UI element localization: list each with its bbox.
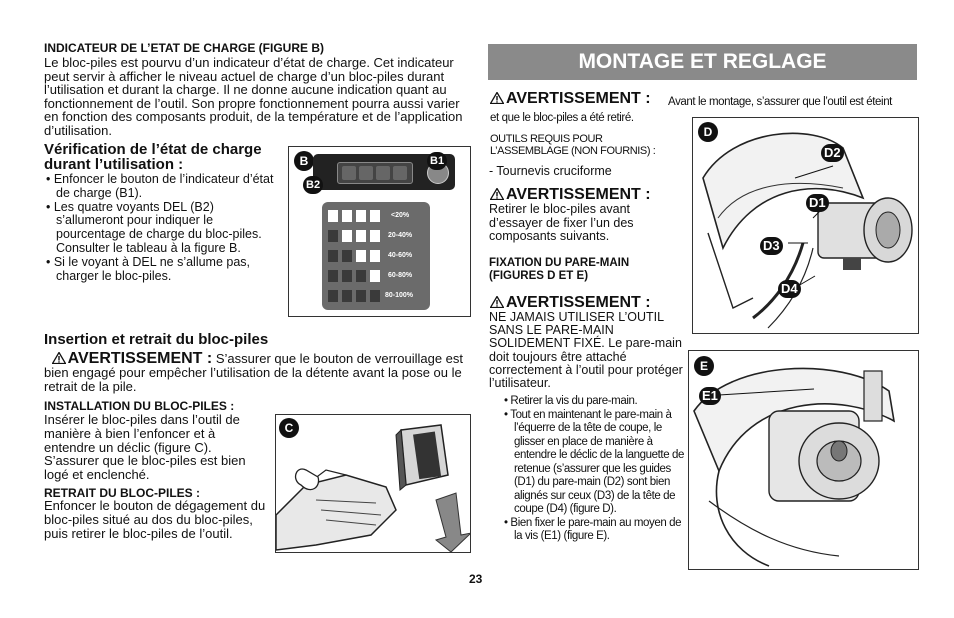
charge-label-3: 40-60% [388, 252, 413, 259]
section-heading-charge-indicator: INDICATEUR DE L’ETAT DE CHARGE (FIGURE B… [44, 41, 324, 55]
steps-list: • Retirer la vis du pare-main. • Tout en… [502, 395, 684, 544]
warning-lock-button: AVERTISSEMENT : S’assurer que le bouton … [44, 350, 472, 394]
charge-table: <20% 20-40% 40-60% 60-80% 80-100% [322, 202, 430, 310]
bullet-no-led: • Si le voyant à DEL ne s’allume pas, ch… [46, 254, 251, 283]
tools-item: - Tournevis cruciforme [489, 164, 612, 178]
label-e1: E1 [699, 387, 721, 405]
charge-label-1: <20% [391, 212, 410, 219]
step-1: • Retirer la vis du pare-main. [504, 395, 638, 407]
banner-title: MONTAGE ET REGLAGE [578, 50, 827, 73]
label-d1: D1 [806, 194, 829, 212]
warning2-text: Retirer le bloc-piles avant d’essayer de… [489, 202, 634, 243]
section-heading-check-charge: Vérification de l’état de charge durant … [44, 141, 262, 173]
warning-never-use: AVERTISSEMENT : [490, 294, 690, 312]
fixation-heading: FIXATION DU PARE-MAIN (FIGURES D ET E) [489, 257, 630, 282]
led-2 [359, 166, 373, 180]
battery-insertion-illustration [276, 424, 470, 552]
charge-label-2: 20-40% [388, 232, 413, 239]
led-strip [337, 162, 413, 184]
section-heading-insert-remove: Insertion et retrait du bloc-piles [44, 331, 269, 348]
figure-d: D D2 D1 D3 D4 [692, 117, 919, 334]
warning3-title: AVERTISSEMENT : [506, 294, 651, 311]
label-d3: D3 [760, 237, 783, 255]
install-text: Insérer le bloc-piles dans l’outil de ma… [44, 412, 246, 483]
figure-c-badge: C [279, 418, 299, 438]
remove-text: Enfoncer le bouton de dégagement du bloc… [44, 498, 266, 541]
warning1-text: Avant le montage, s’assurer que l’outil … [490, 96, 892, 124]
section-banner: MONTAGE ET REGLAGE [488, 44, 917, 80]
figure-c: C [275, 414, 471, 553]
page-number: 23 [469, 572, 483, 586]
led-3 [376, 166, 390, 180]
warning-triangle-icon [51, 352, 66, 364]
label-b2: B2 [303, 176, 324, 194]
warning-title: AVERTISSEMENT : [67, 350, 213, 367]
step-3: • Bien fixer le pare-main au moyen de la… [504, 516, 682, 543]
figure-e: E E1 [688, 350, 919, 570]
step-2: • Tout en maintenant le pare-main à l’éq… [504, 408, 684, 516]
remove-heading: RETRAIT DU BLOC-PILES : [44, 486, 200, 500]
figure-b-badge: B [294, 151, 314, 171]
figure-d-badge: D [698, 122, 718, 142]
bullet-four-leds: • Les quatre voyants DEL (B2) s’allumero… [46, 199, 262, 255]
check-charge-bullets: • Enfoncer le bouton de l’indicateur d’é… [44, 172, 284, 283]
warning-triangle-icon [490, 296, 504, 308]
charge-indicator-paragraph: Le bloc-piles est pourvu d’un indicateur… [44, 55, 463, 138]
warning2-title: AVERTISSEMENT : [506, 186, 651, 203]
warning3-text: NE JAMAIS UTILISER L’OUTIL SANS LE PARE-… [489, 310, 683, 391]
led-1 [342, 166, 356, 180]
warning-remove-battery: AVERTISSEMENT : [490, 186, 690, 204]
label-b1: B1 [427, 152, 448, 170]
figure-b: B B1 B2 [288, 146, 471, 317]
warning1-title: AVERTISSEMENT : [506, 90, 651, 107]
guard-alignment-illustration [702, 132, 913, 329]
warning-triangle-icon [490, 188, 504, 200]
label-d4: D4 [778, 280, 801, 298]
warning-text: S’assurer que le bouton de verrouillage … [44, 351, 464, 394]
bullet-press-button: • Enfoncer le bouton de l’indicateur d’é… [46, 172, 274, 200]
tools-heading: OUTILS REQUIS POUR L’ASSEMBLAGE (NON FOU… [490, 133, 656, 157]
figure-e-badge: E [694, 356, 714, 376]
warning-triangle-icon [490, 92, 504, 104]
led-4 [393, 166, 407, 180]
charge-label-4: 60-80% [388, 272, 413, 279]
charge-label-5: 80-100% [385, 292, 414, 299]
guard-screw-illustration [693, 367, 896, 567]
install-heading: INSTALLATION DU BLOC-PILES : [44, 399, 235, 413]
warning-before-assembly: AVERTISSEMENT : [490, 90, 690, 107]
label-d2: D2 [821, 144, 844, 162]
